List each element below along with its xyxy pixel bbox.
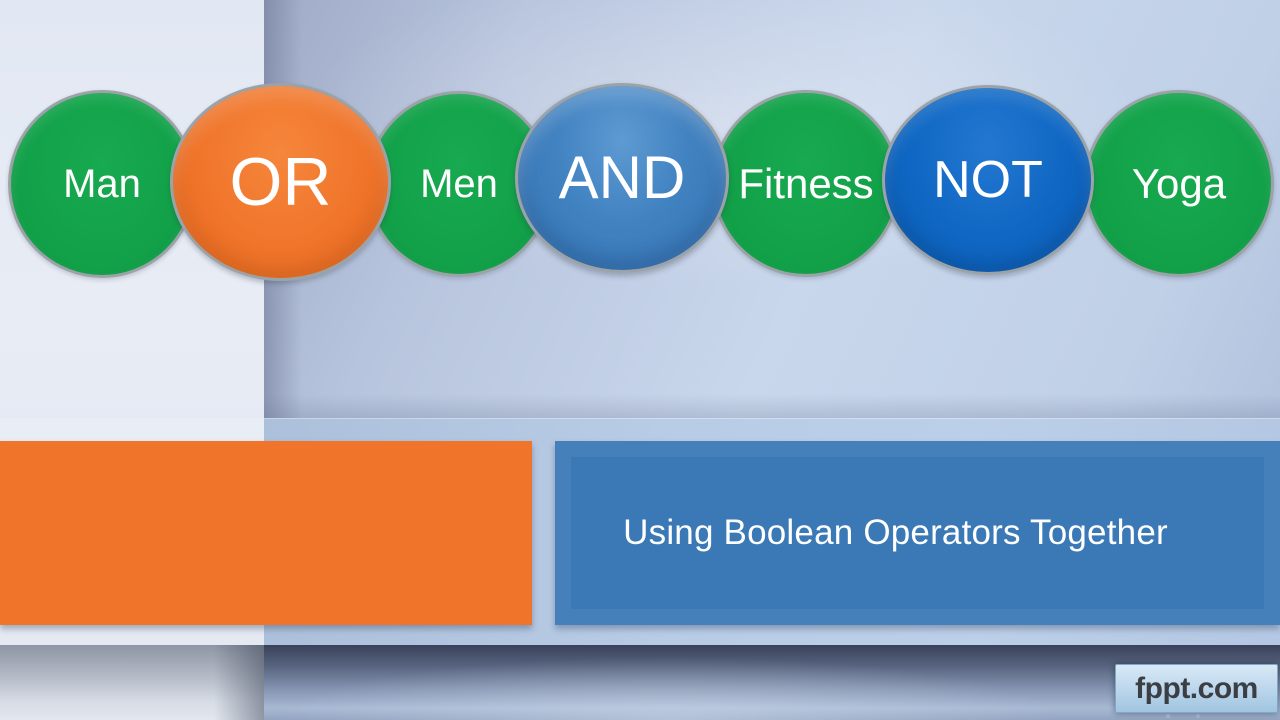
venn-circle-men-label: Men bbox=[420, 162, 498, 206]
venn-circle-not-label: NOT bbox=[933, 151, 1043, 209]
slide-title-bar: Using Boolean Operators Together bbox=[555, 441, 1280, 625]
slide-title: Using Boolean Operators Together bbox=[623, 513, 1168, 552]
fppt-watermark[interactable]: fppt.com bbox=[1115, 664, 1278, 713]
venn-circle-man: Man bbox=[8, 90, 196, 278]
venn-circle-operator-and: AND bbox=[515, 83, 729, 273]
venn-circle-fitness: Fitness bbox=[712, 90, 900, 277]
venn-circle-fitness-label: Fitness bbox=[738, 159, 874, 207]
venn-circle-operator-or: OR bbox=[170, 83, 391, 281]
venn-circle-and-label: AND bbox=[558, 144, 686, 211]
fppt-watermark-label: fppt.com bbox=[1135, 671, 1258, 705]
venn-circle-man-label: Man bbox=[63, 162, 141, 206]
venn-circle-operator-not: NOT bbox=[882, 85, 1094, 275]
venn-circle-yoga: Yoga bbox=[1084, 90, 1274, 277]
bottom-strip-right-segment bbox=[264, 645, 1280, 720]
venn-circle-yoga-label: Yoga bbox=[1131, 159, 1227, 207]
reflection-dots bbox=[1166, 714, 1170, 718]
orange-accent-rectangle bbox=[0, 441, 532, 625]
venn-circle-or-label: OR bbox=[229, 144, 332, 220]
bottom-strip-left-segment bbox=[0, 645, 264, 720]
background-bottom-strip bbox=[0, 645, 1280, 720]
background-shelf-shadow bbox=[264, 394, 1280, 418]
